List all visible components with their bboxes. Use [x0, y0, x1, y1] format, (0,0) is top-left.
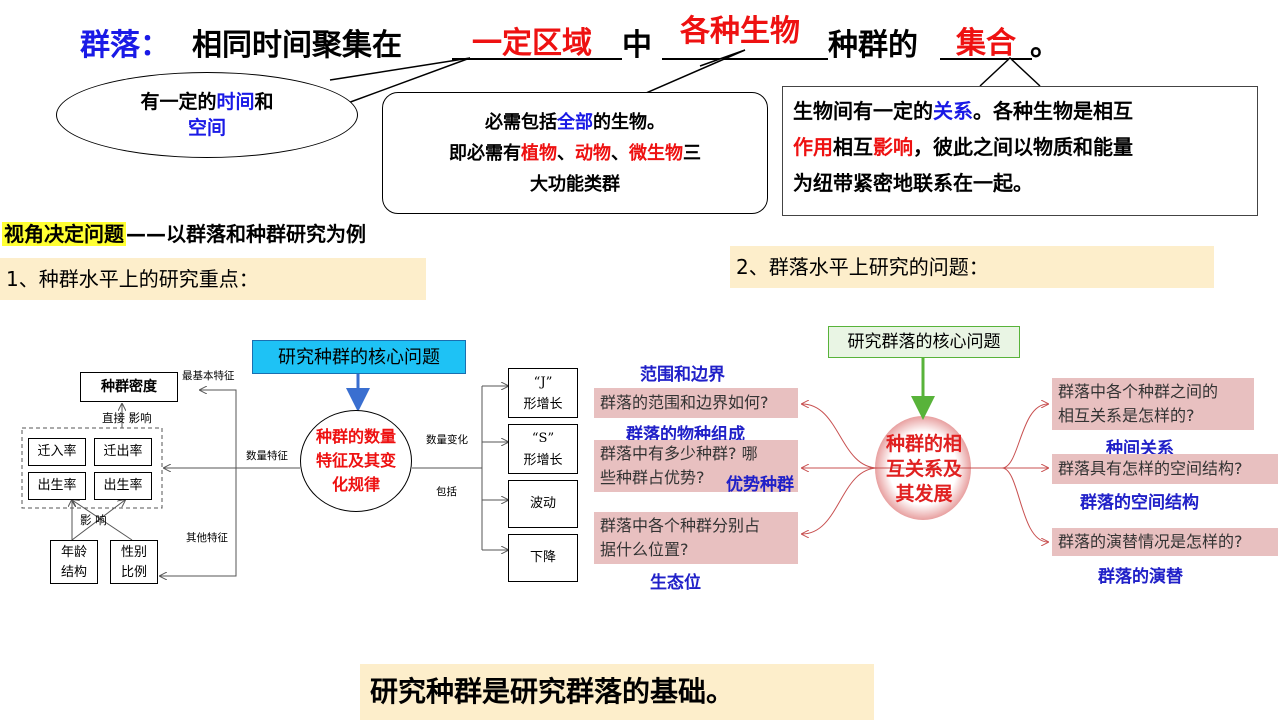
dominant-label: 优势种群	[726, 475, 794, 495]
bubble-relation: 生物间有一定的关系。各种生物是相互 作用相互影响，彼此之间以物质和能量 为纽带紧…	[782, 86, 1258, 216]
blank-3	[940, 58, 1032, 60]
sex-ratio-box: 性别 比例	[110, 540, 158, 584]
all-l1a: 必需包括	[485, 112, 557, 133]
rel-influence: 影响	[873, 135, 913, 159]
fluctuation-box: 波动	[508, 480, 578, 528]
all-animal: 动物	[575, 143, 611, 164]
fill-organisms: 各种生物	[680, 14, 800, 49]
title-part1: 相同时间聚集在	[192, 28, 402, 63]
all-l2a: 即必需有	[449, 143, 521, 164]
all-micro: 微生物	[629, 143, 683, 164]
section2-label: 2、群落水平上研究的问题：	[730, 246, 1214, 288]
age-structure-box: 年龄 结构	[50, 540, 98, 584]
bubble-ts-time: 时间	[216, 91, 255, 113]
blank-1	[452, 58, 622, 60]
community-core-question: 研究群落的核心问题	[828, 326, 1020, 358]
range-question: 群落的范围和边界如何?	[594, 388, 798, 418]
rel-a: 生物间有一定的	[793, 99, 933, 123]
other-feature-label: 其他特征	[186, 532, 228, 544]
conclusion-banner: 研究种群是研究群落的基础。	[360, 664, 874, 720]
direct-effect-label: 直接 影响	[102, 411, 152, 425]
j-growth-box: “J” 形增长	[508, 368, 578, 418]
rel-effect: 作用	[793, 135, 833, 159]
title-end: 。	[1030, 28, 1060, 63]
bubble-ts-a: 有一定的	[140, 91, 217, 113]
all-l1b: 全部	[557, 112, 593, 133]
quantity-feature-label: 数量特征	[246, 450, 288, 462]
rel-relation: 关系	[933, 99, 973, 123]
rel-d: ，彼此之间以物质和能量	[913, 135, 1133, 159]
rel-b: 。各种生物是相互	[973, 99, 1133, 123]
all-l3: 大功能类群	[530, 174, 620, 195]
community-center: 种群的相 互关系及 其发展	[885, 433, 962, 505]
population-connectors	[21, 374, 600, 600]
title-part2: 中	[622, 28, 652, 63]
niche-question: 群落中各个种群分别占 据什么位置?	[594, 512, 798, 564]
all-sep2: 、	[611, 143, 629, 164]
perspective-line: 视角决定问题——以群落和种群研究为例	[2, 218, 366, 247]
blank-2	[662, 58, 828, 60]
callout-pointers	[329, 49, 1041, 105]
s-growth-box: “S” 形增长	[508, 424, 578, 474]
population-core-question: 研究种群的核心问题	[252, 340, 466, 374]
relation-question: 群落中各个种群之间的 相互关系是怎样的?	[1052, 378, 1254, 430]
most-basic-label: 最基本特征	[182, 370, 235, 382]
fill-collection: 集合	[956, 26, 1016, 61]
species-question: 群落中有多少种群? 哪 些种群占优势?	[594, 440, 798, 492]
perspective-label: 视角决定问题	[2, 222, 126, 246]
title-part3: 种群的	[828, 28, 918, 63]
all-plant: 植物	[521, 143, 557, 164]
term-community: 群落：	[80, 28, 170, 63]
influence-label: 影 响	[80, 513, 107, 527]
bubble-ts-and: 和	[254, 91, 274, 113]
niche-label: 生态位	[650, 573, 701, 593]
succession-question: 群落的演替情况是怎样的?	[1052, 528, 1278, 556]
community-connectors	[780, 356, 1280, 580]
bubble-all-organisms: 必需包括全部的生物。 即必需有植物、动物、微生物三 大功能类群	[382, 92, 768, 214]
emigration-box: 迁出率	[94, 438, 152, 466]
range-label: 范围和边界	[640, 365, 725, 385]
quantity-change-label: 数量变化	[426, 434, 468, 446]
fill-region: 一定区域	[472, 26, 592, 61]
bubble-time-space: 有一定的时间和 空间	[56, 72, 358, 158]
bubble-ts-space: 空间	[187, 117, 226, 139]
decline-box: 下降	[508, 534, 578, 582]
rel-e: 为纽带紧密地联系在一起。	[793, 171, 1033, 195]
perspective-rest: ——以群落和种群研究为例	[126, 222, 366, 246]
death-rate-box: 出生率	[94, 472, 152, 500]
all-l1c: 的生物。	[593, 112, 665, 133]
structure-question: 群落具有怎样的空间结构?	[1052, 454, 1278, 484]
population-core-circle: 种群的数量 特征及其变 化规律	[300, 410, 412, 512]
include-label: 包括	[436, 486, 457, 498]
section1-label: 1、种群水平上的研究重点：	[0, 258, 426, 300]
birth-rate-box: 出生率	[28, 472, 86, 500]
all-sep1: 、	[557, 143, 575, 164]
structure-label: 群落的空间结构	[1080, 493, 1199, 513]
immigration-box: 迁入率	[28, 438, 86, 466]
rel-c: 相互	[833, 135, 873, 159]
succession-label: 群落的演替	[1098, 567, 1183, 587]
density-box: 种群密度	[80, 372, 178, 402]
all-l2b: 三	[683, 143, 701, 164]
